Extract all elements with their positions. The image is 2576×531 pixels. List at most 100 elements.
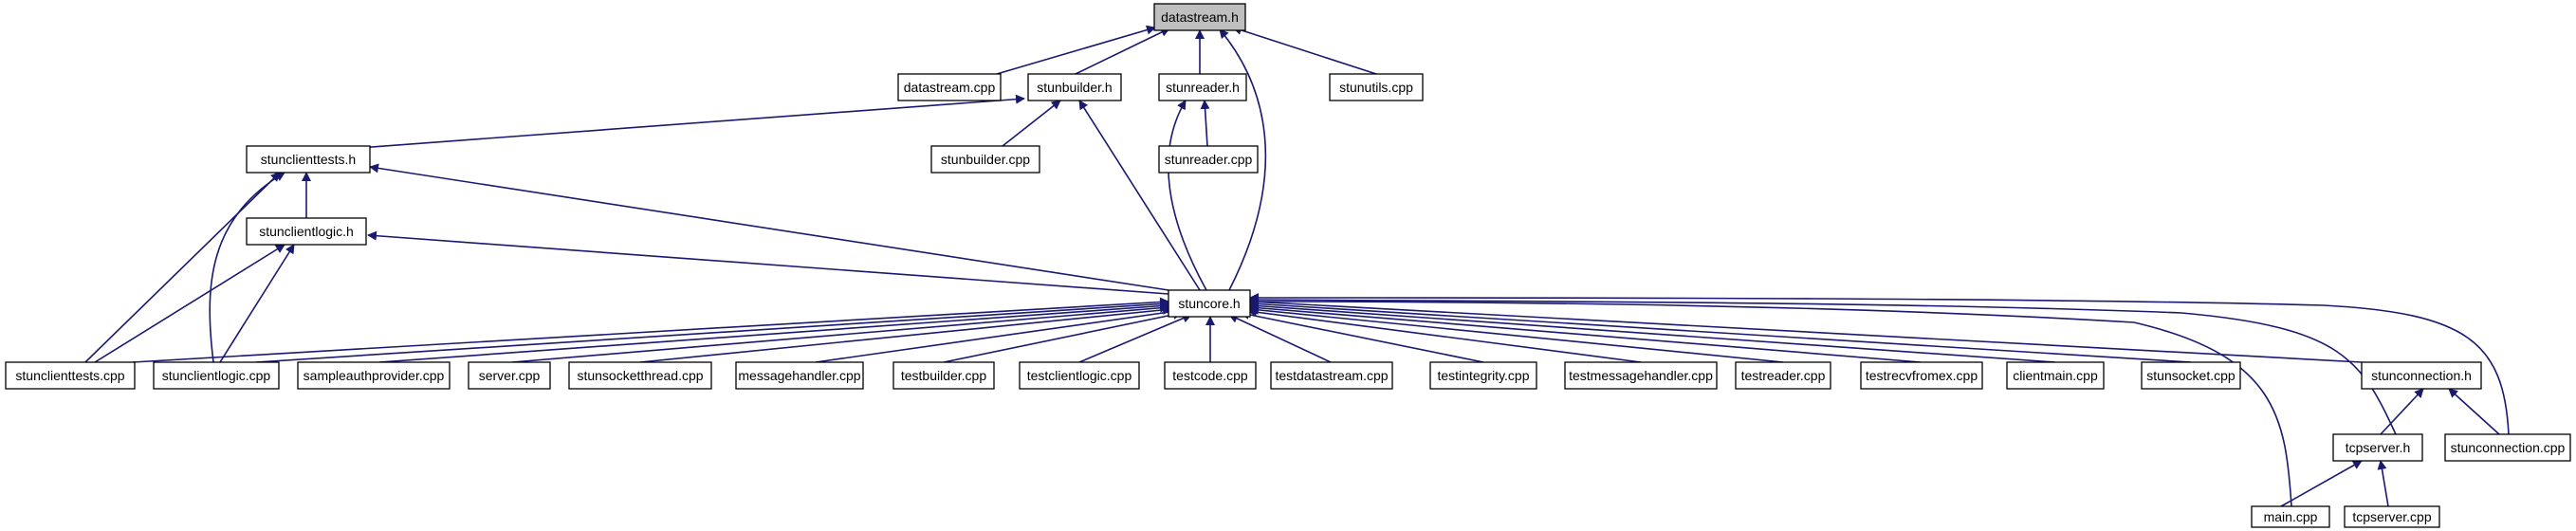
node-stunclienttests-cpp[interactable]: stunclienttests.cpp — [5, 361, 136, 390]
edge-clientmain-cpp-to-stuncore-h — [1249, 301, 2056, 363]
edge-messagehandler-cpp-to-stuncore-h — [815, 307, 1177, 363]
edge-stunbuilder-h-to-datastream-h — [1075, 27, 1170, 75]
node-label-testrecvfromex-cpp: testrecvfromex.cpp — [1866, 368, 1978, 383]
node-messagehandler-cpp[interactable]: messagehandler.cpp — [735, 361, 864, 390]
edge-stunclientlogic-cpp-to-stunclienttests-h — [209, 172, 285, 363]
node-label-stunbuilder-cpp: stunbuilder.cpp — [941, 152, 1030, 167]
node-label-stunclientlogic-cpp: stunclientlogic.cpp — [162, 368, 271, 383]
node-label-stunreader-cpp: stunreader.cpp — [1165, 152, 1253, 167]
node-label-stunsocketthread-cpp: stunsocketthread.cpp — [577, 368, 703, 383]
edge-stunsocket-cpp-to-stuncore-h — [1249, 299, 2192, 363]
node-box-sampleauthprovider-cpp — [297, 361, 451, 390]
node-label-datastream-cpp: datastream.cpp — [904, 80, 996, 95]
node-box-stunreader-cpp — [1158, 145, 1259, 174]
edge-datastream-cpp-to-datastream-h — [996, 25, 1156, 75]
edge-tcpserver-cpp-to-tcpserver-h — [2377, 460, 2389, 507]
node-tcpserver-h[interactable]: tcpserver.h — [2332, 433, 2423, 462]
edge-testreader-cpp-to-stuncore-h — [1249, 304, 1784, 363]
node-label-testdatastream-cpp: testdatastream.cpp — [1275, 368, 1388, 383]
node-label-tcpserver-h: tcpserver.h — [2346, 440, 2410, 455]
node-stunbuilder-cpp[interactable]: stunbuilder.cpp — [930, 145, 1040, 174]
edge-stunconnection-h-to-stuncore-h — [1249, 297, 2363, 363]
edge-stuncore-h-to-stunclientlogic-h — [367, 230, 1169, 295]
node-box-testrecvfromex-cpp — [1860, 361, 1983, 390]
edge-stunclienttests-cpp-to-stunclienttests-h — [84, 172, 281, 363]
edge-testintegrity-cpp-to-stuncore-h — [1240, 309, 1484, 363]
node-testcode-cpp[interactable]: testcode.cpp — [1164, 361, 1257, 390]
node-box-stunclienttests-h — [246, 145, 371, 174]
edge-testrecvfromex-cpp-to-stuncore-h — [1249, 302, 1922, 363]
node-clientmain-cpp[interactable]: clientmain.cpp — [2006, 361, 2105, 390]
node-testreader-cpp[interactable]: testreader.cpp — [1735, 361, 1831, 390]
node-testbuilder-cpp[interactable]: testbuilder.cpp — [892, 361, 995, 390]
edge-tcpserver-h-to-stuncore-h — [1249, 295, 2397, 435]
edge-stuncore-h-to-datastream-h — [1219, 28, 1267, 291]
node-label-stunreader-h: stunreader.h — [1166, 80, 1240, 95]
node-stunsocketthread-cpp[interactable]: stunsocketthread.cpp — [568, 361, 712, 390]
node-stunsocket-cpp[interactable]: stunsocket.cpp — [2141, 361, 2241, 390]
node-stunutils-cpp[interactable]: stunutils.cpp — [1329, 73, 1424, 101]
node-label-testmessagehandler-cpp: testmessagehandler.cpp — [1569, 368, 1713, 383]
node-box-datastream-h — [1153, 3, 1246, 31]
node-stunclienttests-h[interactable]: stunclienttests.h — [246, 145, 371, 174]
edge-stunsocketthread-cpp-to-stuncore-h — [639, 304, 1172, 363]
edge-stunconnection-cpp-to-stuncore-h — [1249, 293, 2510, 435]
node-label-messagehandler-cpp: messagehandler.cpp — [738, 368, 860, 383]
node-box-stunconnection-cpp — [2444, 433, 2571, 462]
edge-tcpserver-h-to-stunconnection-h — [2380, 388, 2424, 435]
edge-stunbuilder-cpp-to-stunbuilder-h — [1002, 100, 1061, 147]
edge-stunclienttests-cpp-to-stuncore-h — [132, 297, 1169, 363]
node-label-tcpserver-cpp: tcpserver.cpp — [2352, 509, 2431, 524]
node-testrecvfromex-cpp[interactable]: testrecvfromex.cpp — [1860, 361, 1983, 390]
node-box-clientmain-cpp — [2006, 361, 2105, 390]
node-server-cpp[interactable]: server.cpp — [468, 361, 551, 390]
node-stunclientlogic-h[interactable]: stunclientlogic.h — [246, 217, 367, 246]
edge-stuncore-h-to-stunreader-h — [1168, 100, 1207, 291]
node-stunbuilder-h[interactable]: stunbuilder.h — [1027, 73, 1122, 101]
edge-testclientlogic-cpp-to-stuncore-h — [1078, 313, 1192, 363]
node-stunreader-h[interactable]: stunreader.h — [1158, 73, 1247, 101]
node-stunconnection-h[interactable]: stunconnection.h — [2361, 361, 2482, 390]
node-label-stuncore-h: stuncore.h — [1178, 296, 1240, 311]
node-main-cpp[interactable]: main.cpp — [2251, 505, 2330, 528]
node-testintegrity-cpp[interactable]: testintegrity.cpp — [1429, 361, 1537, 390]
node-box-testdatastream-cpp — [1270, 361, 1393, 390]
node-stunconnection-cpp[interactable]: stunconnection.cpp — [2444, 433, 2571, 462]
node-box-testreader-cpp — [1735, 361, 1831, 390]
node-sampleauthprovider-cpp[interactable]: sampleauthprovider.cpp — [297, 361, 451, 390]
node-datastream-cpp[interactable]: datastream.cpp — [897, 73, 1002, 101]
node-label-testclientlogic-cpp: testclientlogic.cpp — [1027, 368, 1132, 383]
node-box-testcode-cpp — [1164, 361, 1257, 390]
node-testclientlogic-cpp[interactable]: testclientlogic.cpp — [1019, 361, 1140, 390]
node-testmessagehandler-cpp[interactable]: testmessagehandler.cpp — [1564, 361, 1718, 390]
node-stunclientlogic-cpp[interactable]: stunclientlogic.cpp — [153, 361, 280, 390]
edge-main-cpp-to-stuncore-h — [1249, 297, 2292, 507]
edge-testmessagehandler-cpp-to-stuncore-h — [1247, 307, 1642, 363]
node-testdatastream-cpp[interactable]: testdatastream.cpp — [1270, 361, 1393, 390]
edge-testbuilder-cpp-to-stuncore-h — [943, 309, 1183, 363]
node-label-stunbuilder-h: stunbuilder.h — [1037, 80, 1112, 95]
edge-testdatastream-cpp-to-stuncore-h — [1228, 314, 1332, 363]
edge-stuncore-h-to-stunclienttests-h — [369, 163, 1169, 291]
node-label-stunclienttests-h: stunclienttests.h — [261, 152, 356, 167]
node-box-datastream-cpp — [897, 73, 1002, 101]
node-datastream-h[interactable]: datastream.h — [1153, 3, 1246, 31]
node-box-stunsocketthread-cpp — [568, 361, 712, 390]
node-label-main-cpp: main.cpp — [2264, 509, 2318, 524]
node-box-stuncore-h — [1168, 289, 1251, 318]
node-tcpserver-cpp[interactable]: tcpserver.cpp — [2344, 505, 2440, 528]
node-layer: datastream.h datastream.cpp stunbuilder.h s… — [5, 3, 2571, 528]
node-box-stunbuilder-h — [1027, 73, 1122, 101]
node-label-testcode-cpp: testcode.cpp — [1172, 368, 1248, 383]
node-label-stunconnection-cpp: stunconnection.cpp — [2451, 440, 2566, 455]
edge-layer — [84, 25, 2510, 507]
edge-stunclienttests-cpp-to-stunclientlogic-h — [94, 244, 285, 363]
edge-sampleauthprovider-cpp-to-stuncore-h — [378, 301, 1169, 363]
node-box-testintegrity-cpp — [1429, 361, 1537, 390]
node-label-sampleauthprovider-cpp: sampleauthprovider.cpp — [304, 368, 445, 383]
node-label-stunclientlogic-h: stunclientlogic.h — [259, 224, 354, 239]
node-stuncore-h[interactable]: stuncore.h — [1168, 289, 1251, 318]
node-box-stunreader-h — [1158, 73, 1247, 101]
node-stunreader-cpp[interactable]: stunreader.cpp — [1158, 145, 1259, 174]
edge-stunreader-cpp-to-stunreader-h — [1200, 100, 1210, 147]
